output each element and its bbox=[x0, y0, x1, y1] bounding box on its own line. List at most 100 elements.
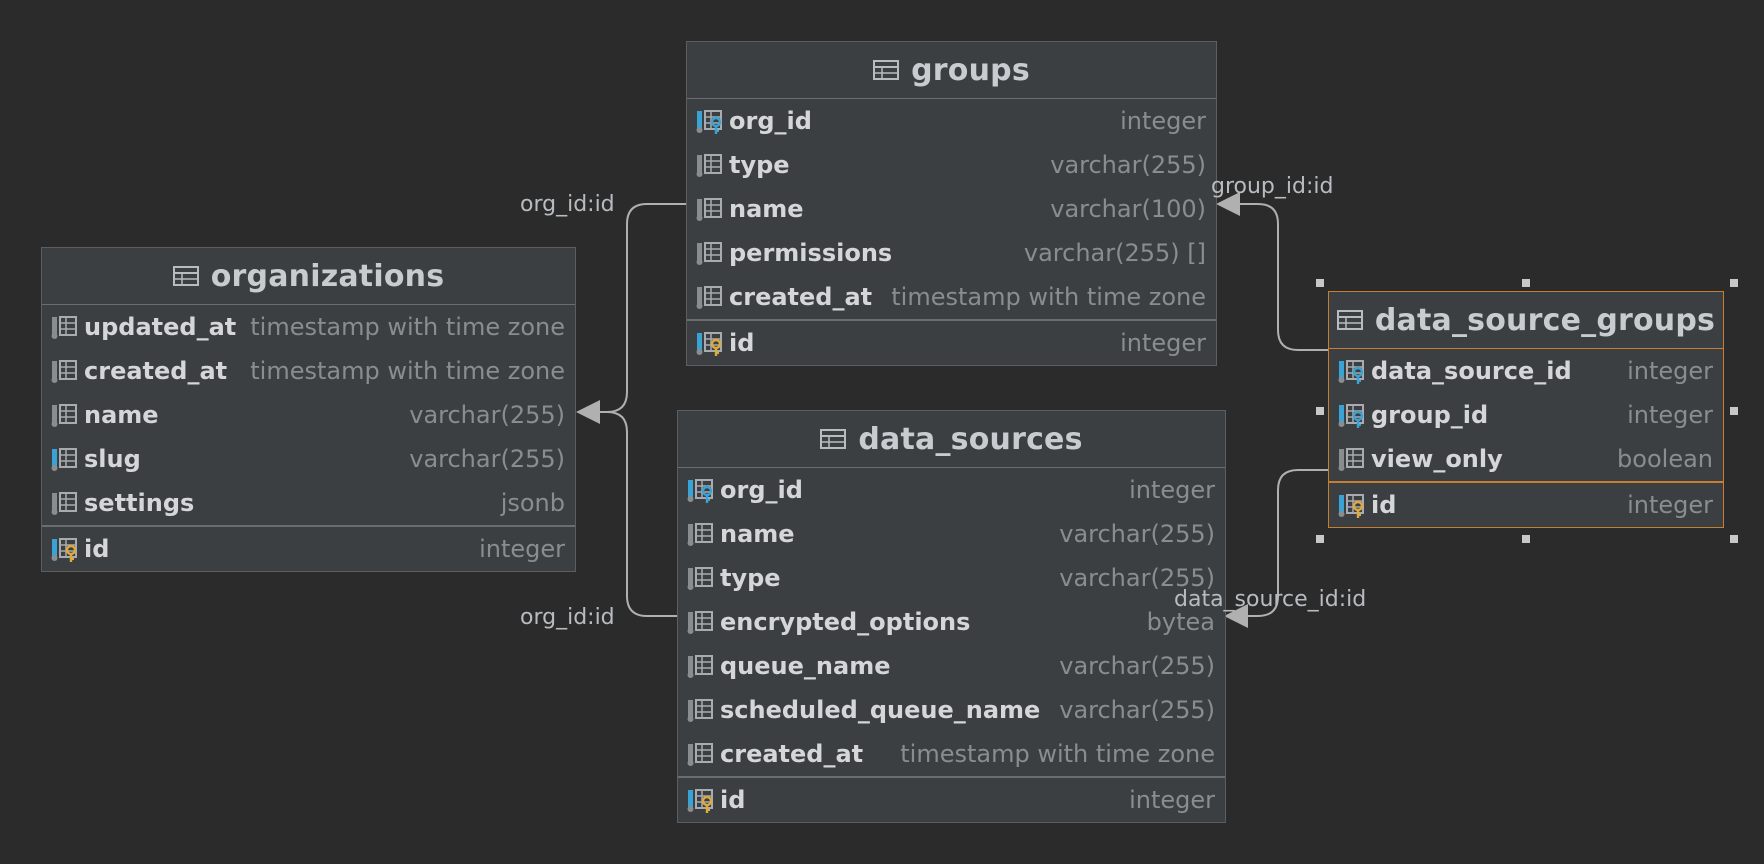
column-type: jsonb bbox=[500, 489, 565, 517]
column-name: permissions bbox=[729, 239, 893, 267]
edge-groups-organizations[interactable] bbox=[600, 203, 686, 413]
column-name: org_id bbox=[720, 476, 803, 504]
column-name: scheduled_queue_name bbox=[720, 696, 1041, 724]
column-type: varchar(255) bbox=[409, 445, 565, 473]
table-header[interactable]: data_source_groups bbox=[1329, 292, 1723, 349]
arrow-head-organizations bbox=[576, 400, 600, 424]
column-name: settings bbox=[84, 489, 195, 517]
column-type: timestamp with time zone bbox=[900, 740, 1215, 768]
column-type: integer bbox=[1627, 491, 1713, 519]
column-name: id bbox=[84, 535, 110, 563]
selection-handle-bottom[interactable] bbox=[1522, 535, 1530, 543]
column-icon bbox=[686, 520, 718, 548]
column-row[interactable]: queue_name varchar(255) bbox=[678, 644, 1225, 688]
selection-handle-top-right[interactable] bbox=[1730, 279, 1738, 287]
column-name: created_at bbox=[729, 283, 873, 311]
column-icon bbox=[686, 740, 718, 768]
column-row[interactable]: settings jsonb bbox=[42, 481, 575, 525]
indexed-column-icon bbox=[50, 445, 82, 473]
primary-key-section: id integer bbox=[678, 776, 1225, 822]
edge-label-data-sources-org: org_id:id bbox=[520, 605, 615, 630]
selection-handle-top-left[interactable] bbox=[1316, 279, 1324, 287]
table-organizations[interactable]: organizations updated_at timestamp with t… bbox=[41, 247, 576, 572]
edge-dsg-groups[interactable] bbox=[1240, 203, 1328, 351]
table-header[interactable]: groups bbox=[687, 42, 1216, 99]
column-name: created_at bbox=[84, 357, 228, 385]
column-type: timestamp with time zone bbox=[250, 313, 565, 341]
column-name: type bbox=[729, 151, 790, 179]
table-icon bbox=[172, 266, 199, 286]
column-name: id bbox=[1371, 491, 1397, 519]
selection-handle-left[interactable] bbox=[1316, 407, 1324, 415]
column-row[interactable]: permissions varchar(255) [] bbox=[687, 231, 1216, 275]
column-name: queue_name bbox=[720, 652, 891, 680]
column-name: id bbox=[720, 786, 746, 814]
column-type: varchar(255) [] bbox=[1023, 239, 1206, 267]
column-icon bbox=[686, 608, 718, 636]
column-type: varchar(255) bbox=[409, 401, 565, 429]
primary-key-column-icon bbox=[686, 786, 718, 814]
primary-key-column-icon bbox=[695, 329, 727, 357]
column-type: integer bbox=[1627, 401, 1713, 429]
column-type: integer bbox=[479, 535, 565, 563]
column-type: timestamp with time zone bbox=[250, 357, 565, 385]
selection-handle-bottom-left[interactable] bbox=[1316, 535, 1324, 543]
table-title: groups bbox=[911, 52, 1030, 88]
column-name: view_only bbox=[1371, 445, 1503, 473]
column-type: integer bbox=[1129, 786, 1215, 814]
column-name: updated_at bbox=[84, 313, 237, 341]
column-icon bbox=[686, 696, 718, 724]
column-type: varchar(255) bbox=[1059, 652, 1215, 680]
edge-data-sources-organizations[interactable] bbox=[606, 411, 677, 617]
column-name: type bbox=[720, 564, 781, 592]
column-row[interactable]: created_at timestamp with time zone bbox=[42, 349, 575, 393]
selection-handle-right[interactable] bbox=[1730, 407, 1738, 415]
column-type: varchar(255) bbox=[1059, 520, 1215, 548]
column-icon bbox=[50, 489, 82, 517]
column-row[interactable]: updated_at timestamp with time zone bbox=[42, 305, 575, 349]
column-name: name bbox=[720, 520, 795, 548]
column-icon bbox=[50, 357, 82, 385]
column-row[interactable]: id integer bbox=[678, 778, 1225, 822]
column-name: name bbox=[729, 195, 804, 223]
column-name: id bbox=[729, 329, 755, 357]
column-row[interactable]: view_only boolean bbox=[1329, 437, 1723, 481]
foreign-key-column-icon bbox=[1337, 401, 1369, 429]
column-icon bbox=[686, 564, 718, 592]
table-header[interactable]: data_sources bbox=[678, 411, 1225, 468]
column-row[interactable]: name varchar(255) bbox=[678, 512, 1225, 556]
column-type: boolean bbox=[1617, 445, 1713, 473]
column-type: bytea bbox=[1146, 608, 1215, 636]
primary-key-section: id integer bbox=[1329, 481, 1723, 527]
selection-handle-bottom-right[interactable] bbox=[1730, 535, 1738, 543]
column-row[interactable]: group_id integer bbox=[1329, 393, 1723, 437]
column-type: varchar(255) bbox=[1059, 696, 1215, 724]
selection-handle-top[interactable] bbox=[1522, 279, 1530, 287]
table-header[interactable]: organizations bbox=[42, 248, 575, 305]
primary-key-section: id integer bbox=[42, 525, 575, 571]
column-row[interactable]: id integer bbox=[42, 527, 575, 571]
edge-label-dsg-data-source: data_source_id:id bbox=[1174, 587, 1367, 612]
edge-label-dsg-group: group_id:id bbox=[1211, 174, 1334, 199]
column-row[interactable]: id integer bbox=[1329, 483, 1723, 527]
column-name: group_id bbox=[1371, 401, 1489, 429]
column-name: org_id bbox=[729, 107, 812, 135]
edge-label-groups-org: org_id:id bbox=[520, 192, 615, 217]
column-row[interactable]: scheduled_queue_name varchar(255) bbox=[678, 688, 1225, 732]
